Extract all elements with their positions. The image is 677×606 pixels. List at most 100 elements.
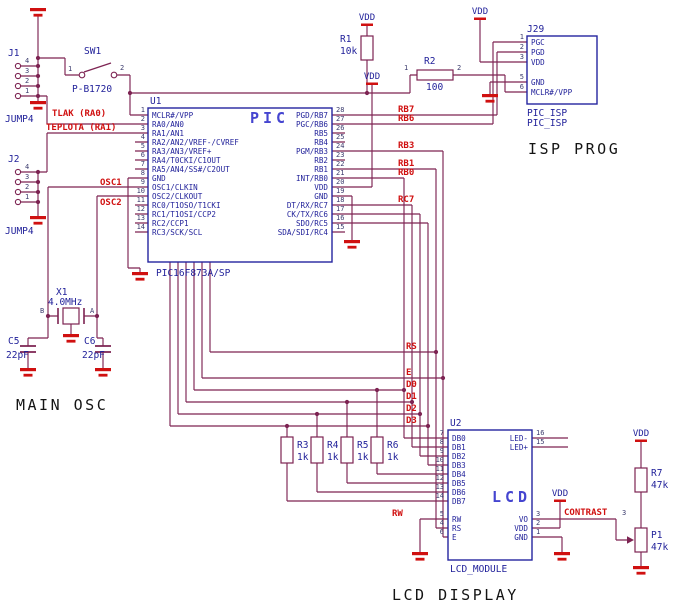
u1-pin-number-14: 14 [137,223,145,231]
label-net_labels-rb7: RB7 [398,105,414,115]
label-net_labels-osc1: OSC1 [100,178,122,188]
ground-icon [557,557,567,561]
j29-pin-number-3: 3 [520,53,524,61]
label-components-r1-value: 10k [340,46,357,57]
ground-icon [20,368,36,372]
label-components-j2-part: JUMP4 [5,226,34,237]
u1-pin-number-16: 16 [336,214,344,222]
r7-body [634,467,648,493]
u2-pin-number-6: 6 [440,528,444,536]
capacitor-plates [20,345,111,353]
junction-dot [127,90,133,96]
u1-pin-number-8: 8 [141,169,145,177]
label-components-c6-ref: C6 [84,336,96,347]
j1-pin-number-3: 3 [25,67,29,75]
junction-dot [35,63,41,69]
u1-pin-label-24: PGM/RB3 [296,147,328,156]
ground-icon [135,277,145,281]
u1-pin-number-6: 6 [141,151,145,159]
vdd-label: VDD [633,429,649,439]
label-components-r2-value: 100 [426,82,443,93]
u2-pin-number-9: 9 [440,447,444,455]
u1-pin-label-17: CK/TX/RC6 [287,210,329,219]
vdd-icon [474,17,486,20]
label-net_labels-d2: D2 [406,404,417,414]
label-titles-lcd_display: LCD DISPLAY [392,586,519,604]
u1-pin-label-22: RB1 [314,165,328,174]
u2-pin-label-16: LED- [510,434,528,443]
u2-pin-number-7: 7 [440,429,444,437]
u1-pin-label-15: SDA/SDI/RC4 [278,228,329,237]
p1-body [634,527,648,553]
junction-dot [401,387,407,393]
label-net_labels-d3: D3 [406,416,417,426]
ground-icon [132,272,148,276]
junction-dot [344,399,350,405]
label-components-r7-value: 47k [651,480,668,491]
u1-pin-number-4: 4 [141,133,145,141]
label-titles-main_osc: MAIN OSC [16,396,108,414]
r3-body [280,436,294,464]
u1-pin-number-24: 24 [336,142,344,150]
label-components-j29-ref: J29 [527,24,544,35]
u2-pin-number-14: 14 [436,492,444,500]
u1-pin-number-2: 2 [141,115,145,123]
vdd-label: VDD [552,489,568,499]
label-components-j2-ref: J2 [8,154,19,165]
j1-pin-circle-3 [14,72,22,80]
u1-pin-label-2: RA0/AN0 [152,120,184,129]
label-net_labels-rb0: RB0 [398,168,414,178]
junction-dot [35,83,41,89]
ground-icon [344,240,360,244]
ground-icon [33,221,43,225]
u1-pin-number-17: 17 [336,205,344,213]
u2-pin-label-13: DB6 [452,488,466,497]
u1-pin-number-20: 20 [336,178,344,186]
u2-pin-number-13: 13 [436,483,444,491]
u1-pin-number-3: 3 [141,124,145,132]
j2-pin-number-3: 3 [25,173,29,181]
vdd-icon [635,439,647,442]
u2-pin-label-5: RW [452,515,462,524]
label-components-r3-value: 1k [297,452,309,463]
vdd-icon [366,82,378,85]
label-components-r7-ref: R7 [651,468,662,479]
u1-pin-label-1: MCLR#/VPP [152,111,194,120]
label-components-r5-ref: R5 [357,440,368,451]
u2-pin-number-16: 16 [536,429,544,437]
label-components-j1-part: JUMP4 [5,114,34,125]
j1-pin-number-4: 4 [25,57,29,65]
u1-pin-number-18: 18 [336,196,344,204]
junction-dot [35,169,41,175]
u2-pin-label-1: GND [514,533,528,542]
u1-pin-number-1: 1 [141,106,145,114]
label-components-x1-pin_b: B [40,307,44,315]
u1-pin-label-16: SDO/RC5 [296,219,328,228]
j29-pin-number-6: 6 [520,83,524,91]
u1-pin-label-13: RC2/CCP1 [152,219,189,228]
x1-plates [57,308,85,324]
label-components-p1-value: 47k [651,542,668,553]
u1-pin-label-27: PGC/RB6 [296,120,328,129]
u1-pin-label-19: GND [314,192,328,201]
u2-pin-number-8: 8 [440,438,444,446]
label-components-u2-ref: U2 [450,418,461,429]
label-net_labels-tlak: TLAK (RA0) [52,109,106,119]
u2-pin-label-6: E [452,533,457,542]
label-components-r2-pin2: 2 [457,64,461,72]
label-net_labels-d0: D0 [406,380,417,390]
junction-dot [35,93,41,99]
label-components-u1-title: PIC [250,109,289,127]
label-components-u2-part: LCD_MODULE [450,564,507,575]
u1-pin-label-18: DT/RX/RC7 [287,201,328,210]
u1-pin-label-14: RC3/SCK/SCL [152,228,203,237]
junction-dot [364,90,370,96]
u2-pin-number-2: 2 [536,519,540,527]
label-components-r1-ref: R1 [340,34,352,45]
j2-pin-number-4: 4 [25,163,29,171]
j29-pin-label-1: PGC [531,38,545,47]
ground-icon [23,373,33,377]
label-components-sw1-pin2: 2 [120,64,124,72]
